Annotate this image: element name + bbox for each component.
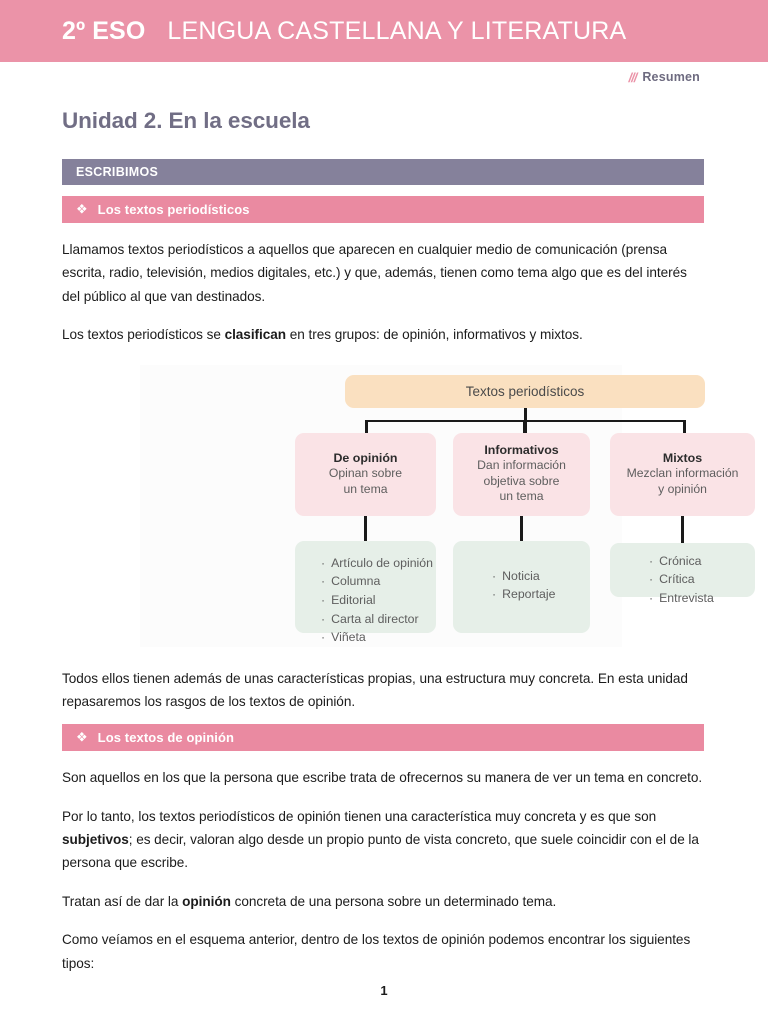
example-list: Artículo de opinión Columna Editorial Ca…	[295, 554, 436, 647]
connector-stem-1	[364, 515, 367, 541]
category-description-line: objetiva sobre	[483, 473, 560, 488]
text-emphasis: opinión	[182, 893, 231, 909]
example-list: Noticia Reportaje	[453, 567, 590, 604]
paragraph-tipos: Como veíamos en el esquema anterior, den…	[62, 932, 691, 971]
subsection-bar-textos-de-opinion: ❖ Los textos de opinión	[62, 724, 704, 752]
connector-drop-3	[683, 419, 686, 434]
section-bar-label: ESCRIBIMOS	[76, 165, 159, 179]
list-item: Columna	[321, 572, 436, 591]
page-title: Unidad 2. En la escuela	[62, 108, 310, 133]
list-item: Crítica	[649, 570, 755, 589]
page-number: 1	[380, 983, 388, 998]
tagline-label: Resumen	[642, 70, 700, 84]
connector-drop-2	[523, 419, 526, 434]
paragraph-son-aquellos: Son aquellos en los que la persona que e…	[62, 770, 703, 786]
diagram-canvas: Textos periodísticos De opinión Opinan s…	[140, 364, 755, 647]
paragraph-opinion: Tratan así de dar la opinión concreta de…	[62, 890, 704, 913]
banner-grade: 2º ESO	[62, 16, 146, 45]
category-description-line: un tema	[499, 489, 544, 504]
tagline: /// Resumen	[0, 62, 768, 92]
list-item: Carta al director	[321, 610, 436, 629]
category-description-line: Opinan sobre	[328, 465, 403, 480]
list-item: Reportaje	[492, 585, 590, 604]
subsection-label: Los textos de opinión	[97, 730, 235, 746]
page-banner: 2º ESO LENGUA CASTELLANA Y LITERATURA	[0, 0, 768, 62]
diagram-examples-informativos: Noticia Reportaje	[453, 540, 590, 633]
diagram-examples-de-opinion: Artículo de opinión Columna Editorial Ca…	[295, 540, 436, 644]
example-list: Crónica Crítica Entrevista	[610, 552, 755, 608]
category-title: De opinión	[333, 450, 398, 465]
list-item: Crónica	[649, 552, 755, 571]
text-fragment: Tratan así de dar la	[62, 893, 183, 909]
list-item: Editorial	[321, 591, 436, 610]
diagram-category-informativos: Informativos Dan información objetiva so…	[453, 432, 590, 516]
subsection-label: Los textos periodísticos	[97, 202, 250, 217]
paragraph-clasificacion: Los textos periodísticos se clasifican e…	[62, 323, 704, 346]
text-fragment: ; es decir, valoran algo desde un propio…	[62, 832, 699, 871]
diagram-examples-mixtos: Crónica Crítica Entrevista	[610, 542, 755, 605]
connector-drop-1	[365, 419, 368, 434]
category-description-line: un tema	[343, 481, 388, 496]
category-description-line: y opinión	[658, 481, 707, 496]
category-description-line: Dan información	[477, 458, 566, 473]
diagram-category-de-opinion: De opinión Opinan sobre un tema	[295, 432, 436, 516]
paragraph-definicion: Llamamos textos periodísticos a aquellos…	[62, 242, 687, 304]
list-item: Entrevista	[649, 589, 755, 608]
list-item: Artículo de opinión	[321, 554, 436, 573]
clover-bullet-icon: ❖	[76, 729, 88, 745]
text-fragment: concreta de una persona sobre un determi…	[230, 893, 557, 909]
connector-stem-2	[520, 515, 523, 541]
banner-subject: LENGUA CASTELLANA Y LITERATURA	[167, 16, 627, 45]
paragraph-subjetivos: Por lo tanto, los textos periodísticos d…	[62, 805, 704, 875]
subsection-bar-textos-periodisticos: ❖ Los textos periodísticos	[62, 196, 704, 223]
text-emphasis: subjetivos	[62, 832, 129, 847]
clover-bullet-icon: ❖	[76, 201, 88, 217]
text-emphasis: clasifican	[224, 327, 287, 343]
connector-stem-3	[681, 515, 684, 543]
diagram-textos-periodisticos: Textos periodísticos De opinión Opinan s…	[0, 364, 768, 652]
text-fragment: Los textos periodísticos se	[62, 327, 225, 343]
diagram-root-label: Textos periodísticos	[465, 383, 585, 399]
document-content: Unidad 2. En la escuela ESCRIBIMOS ❖ Los…	[0, 108, 768, 975]
section-bar-escribimos: ESCRIBIMOS	[62, 159, 704, 185]
category-description-line: Mezclan información	[626, 465, 739, 480]
text-fragment: en tres grupos: de opinión, informativos…	[286, 327, 583, 343]
paragraph-estructura: Todos ellos tienen además de unas caract…	[62, 670, 688, 709]
list-item: Noticia	[492, 567, 590, 586]
text-fragment: Por lo tanto, los textos periodísticos d…	[62, 808, 657, 824]
category-title: Informativos	[484, 443, 559, 458]
diagram-root-node: Textos periodísticos	[345, 374, 705, 408]
diagram-category-mixtos: Mixtos Mezclan información y opinión	[610, 432, 755, 516]
list-item: Viñeta	[321, 628, 436, 647]
slashes-icon: ///	[628, 69, 637, 85]
category-title: Mixtos	[662, 450, 703, 465]
